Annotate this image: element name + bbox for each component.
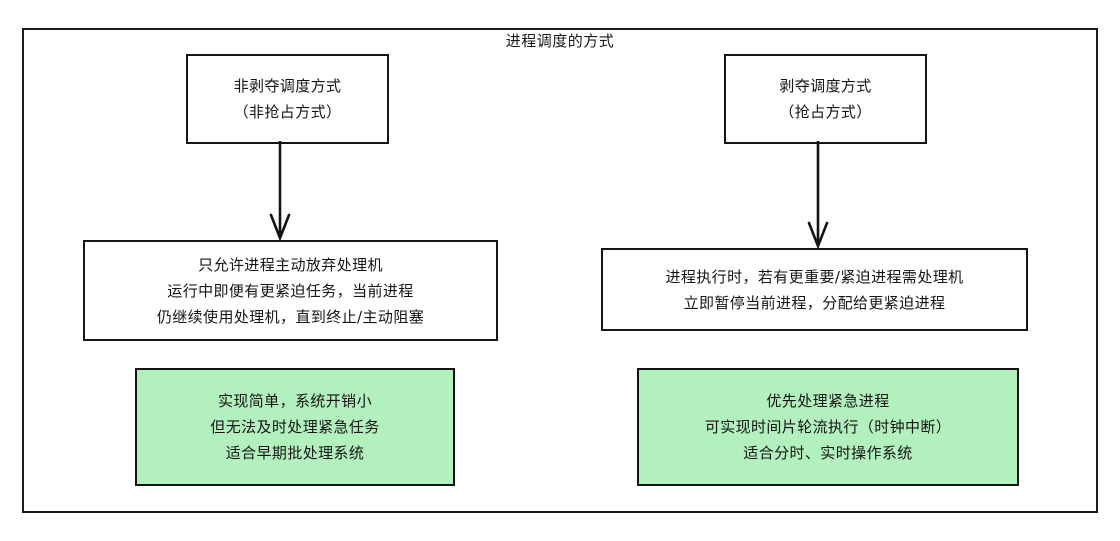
node-text-line: （抢占方式） xyxy=(779,103,872,121)
node-text-line: 优先处理紧急进程 xyxy=(766,392,890,410)
node-text-line: 剥夺调度方式 xyxy=(779,77,872,95)
node-text-line: （非抢占方式） xyxy=(233,103,342,121)
node-text-line: 运行中即便有更紧迫任务，当前进程 xyxy=(167,281,414,300)
down-arrow-icon xyxy=(269,141,291,240)
node-preemptive-description: 进程执行时，若有更重要/紧迫进程需处理机 立即暂停当前进程，分配给更紧迫进程 xyxy=(601,248,1028,331)
node-preemptive-title: 剥夺调度方式 （抢占方式） xyxy=(724,54,927,144)
diagram-title: 进程调度的方式 xyxy=(505,32,615,50)
node-text-line: 可实现时间片轮流执行（时钟中断） xyxy=(704,418,952,436)
node-text-line: 适合分时、实时操作系统 xyxy=(743,444,913,462)
node-text-line: 但无法及时处理紧急任务 xyxy=(210,418,380,436)
node-text-line: 非剥夺调度方式 xyxy=(233,77,342,95)
down-arrow-icon xyxy=(807,141,829,248)
preemptive-flow-arrow xyxy=(806,141,830,248)
node-nonpreemptive-evaluation: 实现简单，系统开销小 但无法及时处理紧急任务 适合早期批处理系统 xyxy=(135,368,455,486)
node-text-line: 仍继续使用处理机，直到终止/主动阻塞 xyxy=(156,307,425,326)
node-text-line: 立即暂停当前进程，分配给更紧迫进程 xyxy=(683,293,946,312)
node-text-line: 适合早期批处理系统 xyxy=(225,444,365,462)
node-text-line: 只允许进程主动放弃处理机 xyxy=(198,255,383,274)
node-nonpreemptive-description: 只允许进程主动放弃处理机 运行中即便有更紧迫任务，当前进程 仍继续使用处理机，直… xyxy=(83,240,498,341)
node-preemptive-evaluation: 优先处理紧急进程 可实现时间片轮流执行（时钟中断） 适合分时、实时操作系统 xyxy=(637,368,1019,486)
node-text-line: 实现简单，系统开销小 xyxy=(217,392,372,410)
node-nonpreemptive-title: 非剥夺调度方式 （非抢占方式） xyxy=(186,54,389,144)
nonpreemptive-flow-arrow xyxy=(268,141,292,240)
node-text-line: 进程执行时，若有更重要/紧迫进程需处理机 xyxy=(665,267,964,286)
